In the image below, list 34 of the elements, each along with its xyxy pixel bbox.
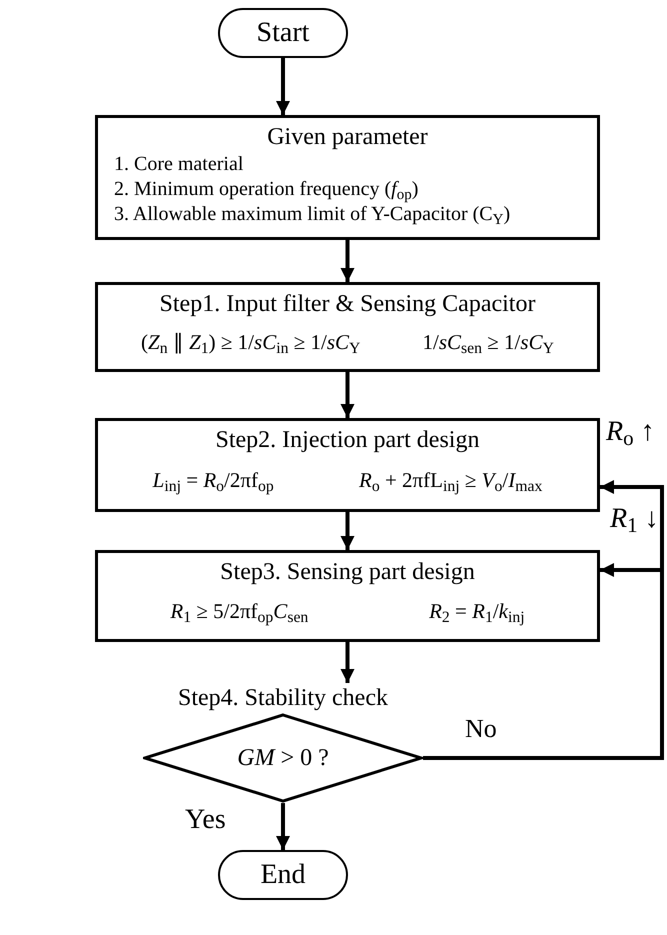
arrow — [340, 240, 354, 282]
step-heading: Step1. Input filter & Sensing Capacitor — [158, 290, 536, 319]
formula: R$_{1}$ ≥ 5/2πf$_{op}$C$_{sen}$ — [170, 598, 308, 624]
step-heading: Step2. Injection part design — [214, 426, 480, 455]
step-heading: Step4. Stability check — [177, 684, 389, 713]
terminal-label: End — [260, 861, 306, 889]
process-box — [95, 550, 600, 642]
arrow — [340, 512, 354, 550]
arrow — [276, 58, 290, 115]
process-box — [95, 282, 600, 372]
formula: 1/sC$_{sen}$ ≥ 1/sC$_{Y}$ — [422, 328, 554, 356]
arrow — [340, 372, 354, 418]
formula: (Z$_{n}$ ∥ Z$_{1}$) ≥ 1/sC$_{in}$ ≥ 1/sC$_{Y}$ — [141, 328, 360, 356]
branch-label: No — [465, 716, 497, 742]
formula: R$_{2}$ = R$_{1}$/k$_{inj}$ — [429, 598, 525, 624]
arrow — [423, 563, 664, 760]
terminal-box — [218, 850, 348, 900]
parameter-item: 1. Core material — [114, 152, 244, 177]
condition-text: GM > 0 ? — [237, 744, 329, 773]
edge-label: R$_{o}$ ↑ — [606, 418, 655, 446]
edge-label: Yes — [185, 806, 226, 834]
terminal-label: Start — [256, 19, 310, 47]
formula: R$_{o}$ + 2πfL$_{inj}$ ≥ V$_{o}$/I$_{max}$ — [359, 466, 542, 494]
step-heading: Given parameter — [266, 123, 429, 152]
step-heading: Step3. Sensing part design — [219, 558, 476, 587]
process-box — [95, 418, 600, 512]
parameter-item: 2. Minimum operation frequency (f$_{op}$) — [114, 177, 418, 202]
edge-label: R$_{1}$ ↓ — [610, 505, 659, 533]
process-box — [95, 115, 600, 240]
terminal-box — [218, 8, 348, 58]
arrow — [340, 642, 354, 683]
formula: L$_{inj}$ = R$_{o}$/2πf$_{op}$ — [152, 466, 274, 494]
parameter-item: 3. Allowable maximum limit of Y-Capacitor (C$_{Y}$) — [114, 202, 510, 227]
arrow — [276, 803, 290, 850]
